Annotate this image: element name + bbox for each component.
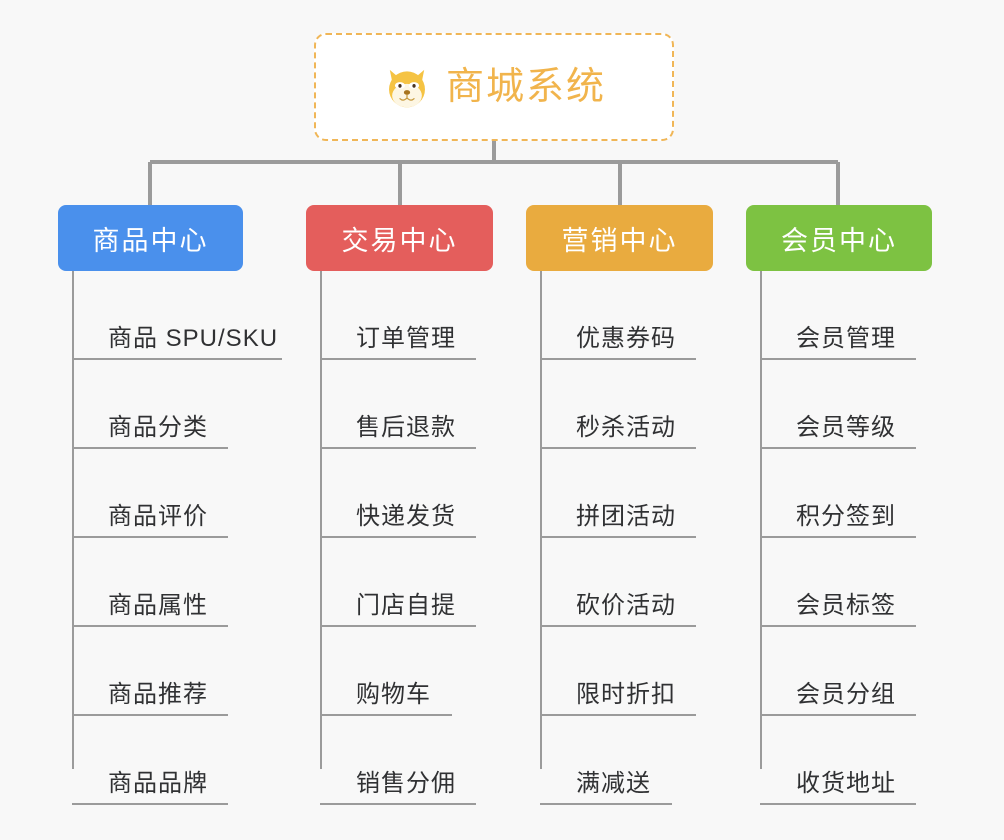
- leaf-label: 会员标签: [796, 592, 896, 619]
- leaf-item[interactable]: 积分签到: [760, 449, 932, 538]
- branch-column-3: 营销中心 优惠券码 秒杀活动 拼团活动 砍价活动 限时折扣: [526, 205, 713, 805]
- leaf-label: 售后退款: [356, 414, 456, 441]
- leaf-underline: [760, 358, 916, 360]
- leaf-underline: [760, 447, 916, 449]
- leaf-item[interactable]: 购物车: [320, 627, 493, 716]
- leaf-item[interactable]: 满减送: [540, 716, 713, 805]
- branch-header-1[interactable]: 商品中心: [58, 205, 243, 271]
- branch-column-2: 交易中心 订单管理 售后退款 快递发货 门店自提 购物车: [306, 205, 493, 805]
- leaf-item[interactable]: 收货地址: [760, 716, 932, 805]
- root-node[interactable]: 商城系统: [314, 33, 674, 141]
- leaf-item[interactable]: 商品分类: [72, 360, 278, 449]
- leaf-item[interactable]: 商品推荐: [72, 627, 278, 716]
- leaf-underline: [760, 803, 916, 805]
- leaf-label: 积分签到: [796, 503, 896, 530]
- leaf-label: 商品品牌: [108, 770, 208, 797]
- leaf-underline: [320, 714, 452, 716]
- branch-children-1: 商品 SPU/SKU 商品分类 商品评价 商品属性 商品推荐 商品品牌: [72, 271, 282, 805]
- leaf-item[interactable]: 商品品牌: [72, 716, 278, 805]
- leaf-underline: [540, 625, 696, 627]
- leaf-label: 购物车: [356, 681, 431, 708]
- leaf-item[interactable]: 快递发货: [320, 449, 493, 538]
- leaf-item[interactable]: 限时折扣: [540, 627, 713, 716]
- leaf-underline: [540, 536, 696, 538]
- leaf-underline: [540, 447, 696, 449]
- leaf-item[interactable]: 拼团活动: [540, 449, 713, 538]
- leaf-label: 会员管理: [796, 325, 896, 352]
- leaf-underline: [320, 447, 476, 449]
- leaf-underline: [320, 625, 476, 627]
- leaf-label: 秒杀活动: [576, 414, 676, 441]
- leaf-label: 砍价活动: [576, 592, 676, 619]
- branch-header-3[interactable]: 营销中心: [526, 205, 713, 271]
- leaf-item[interactable]: 会员管理: [760, 271, 932, 360]
- leaf-underline: [320, 536, 476, 538]
- root-title: 商城系统: [445, 66, 606, 108]
- leaf-underline: [72, 536, 228, 538]
- leaf-underline: [72, 447, 228, 449]
- branch-header-2[interactable]: 交易中心: [306, 205, 493, 271]
- branch-column-4: 会员中心 会员管理 会员等级 积分签到 会员标签 会员分组: [746, 205, 932, 805]
- leaf-label: 销售分佣: [356, 770, 456, 797]
- leaf-item[interactable]: 售后退款: [320, 360, 493, 449]
- branch-children-3: 优惠券码 秒杀活动 拼团活动 砍价活动 限时折扣 满减送: [540, 271, 713, 805]
- leaf-underline: [72, 358, 282, 360]
- leaf-item[interactable]: 门店自提: [320, 538, 493, 627]
- leaf-label: 商品推荐: [108, 681, 208, 708]
- leaf-underline: [72, 625, 228, 627]
- leaf-underline: [72, 803, 228, 805]
- leaf-label: 商品 SPU/SKU: [108, 325, 279, 352]
- leaf-label: 商品属性: [108, 592, 208, 619]
- leaf-label: 满减送: [576, 770, 651, 797]
- leaf-item[interactable]: 商品 SPU/SKU: [72, 271, 282, 360]
- leaf-label: 订单管理: [356, 325, 456, 352]
- branch-children-2: 订单管理 售后退款 快递发货 门店自提 购物车 销售分佣: [320, 271, 493, 805]
- leaf-item[interactable]: 会员等级: [760, 360, 932, 449]
- leaf-item[interactable]: 会员分组: [760, 627, 932, 716]
- leaf-label: 门店自提: [356, 592, 456, 619]
- leaf-label: 商品分类: [108, 414, 208, 441]
- leaf-label: 优惠券码: [576, 325, 676, 352]
- leaf-label: 拼团活动: [576, 503, 676, 530]
- leaf-item[interactable]: 秒杀活动: [540, 360, 713, 449]
- leaf-underline: [760, 536, 916, 538]
- leaf-underline: [540, 803, 672, 805]
- leaf-underline: [760, 625, 916, 627]
- leaf-label: 商品评价: [108, 503, 208, 530]
- leaf-item[interactable]: 订单管理: [320, 271, 493, 360]
- leaf-underline: [72, 714, 228, 716]
- leaf-underline: [320, 803, 476, 805]
- leaf-label: 限时折扣: [576, 681, 676, 708]
- leaf-item[interactable]: 会员标签: [760, 538, 932, 627]
- leaf-item[interactable]: 砍价活动: [540, 538, 713, 627]
- branch-children-4: 会员管理 会员等级 积分签到 会员标签 会员分组 收货地址: [760, 271, 932, 805]
- leaf-underline: [540, 358, 696, 360]
- shiba-dog-face-icon: [389, 69, 425, 108]
- leaf-label: 会员分组: [796, 681, 896, 708]
- leaf-label: 会员等级: [796, 414, 896, 441]
- branch-column-1: 商品中心 商品 SPU/SKU 商品分类 商品评价 商品属性 商品推荐: [58, 205, 282, 805]
- leaf-item[interactable]: 商品属性: [72, 538, 278, 627]
- leaf-item[interactable]: 商品评价: [72, 449, 278, 538]
- leaf-label: 快递发货: [356, 503, 456, 530]
- leaf-underline: [540, 714, 696, 716]
- branch-header-4[interactable]: 会员中心: [746, 205, 932, 271]
- leaf-label: 收货地址: [796, 770, 896, 797]
- leaf-item[interactable]: 优惠券码: [540, 271, 713, 360]
- leaf-underline: [320, 358, 476, 360]
- leaf-item[interactable]: 销售分佣: [320, 716, 493, 805]
- leaf-underline: [760, 714, 916, 716]
